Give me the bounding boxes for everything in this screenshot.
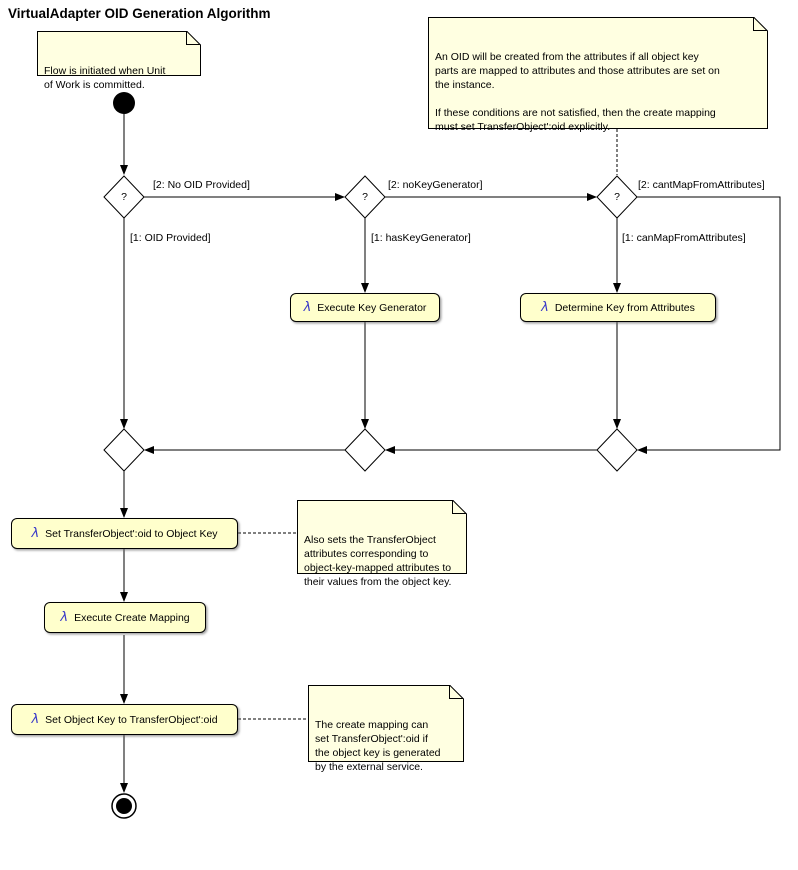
decision-mark: ? xyxy=(362,191,368,203)
note-text: Also sets the TransferObject attributes … xyxy=(304,534,452,588)
merge-node-3 xyxy=(596,428,638,472)
action-determine-key-from-attributes: λ Determine Key from Attributes xyxy=(520,293,716,322)
initial-node xyxy=(113,92,135,114)
note-flow-initiated: Flow is initiated when Unit of Work is c… xyxy=(37,31,201,91)
note-also-sets-attributes: Also sets the TransferObject attributes … xyxy=(297,500,467,588)
edge-label-oid-provided: [1: OID Provided] xyxy=(130,232,211,244)
lambda-icon: λ xyxy=(60,610,69,625)
edge-label-cant-map-from-attributes: [2: cantMapFromAttributes] xyxy=(638,179,765,191)
lambda-icon: λ xyxy=(303,300,312,315)
lambda-icon: λ xyxy=(31,526,40,541)
merge-node-1 xyxy=(103,428,145,472)
action-set-oid-to-object-key: λ Set TransferObject':oid to Object Key xyxy=(11,518,238,549)
note-fold-icon xyxy=(452,500,467,514)
decision-oid-provided xyxy=(103,175,145,219)
edge-cant-map-from-attributes xyxy=(637,196,781,454)
note-fold-icon xyxy=(186,31,201,45)
decision-mark: ? xyxy=(614,191,620,203)
decision-key-generator xyxy=(344,175,386,219)
note-fold-icon xyxy=(753,17,768,31)
decision-map-from-attributes xyxy=(596,175,638,219)
action-label: Set Object Key to TransferObject':oid xyxy=(45,713,218,726)
action-label: Determine Key from Attributes xyxy=(554,301,695,314)
action-execute-create-mapping: λ Execute Create Mapping xyxy=(44,602,206,633)
merge-node-2 xyxy=(344,428,386,472)
page-title: VirtualAdapter OID Generation Algorithm xyxy=(8,6,271,21)
action-execute-key-generator: λ Execute Key Generator xyxy=(290,293,440,322)
edge-label-no-key-generator: [2: noKeyGenerator] xyxy=(388,179,483,191)
note-text: An OID will be created from the attribut… xyxy=(435,51,720,133)
edge-label-no-oid-provided: [2: No OID Provided] xyxy=(153,179,250,191)
lambda-icon: λ xyxy=(541,300,549,315)
note-text: Flow is initiated when Unit of Work is c… xyxy=(44,65,166,91)
action-label: Execute Key Generator xyxy=(317,301,427,314)
lambda-icon: λ xyxy=(31,712,40,727)
note-text: The create mapping can set TransferObjec… xyxy=(315,719,441,773)
note-oid-from-attributes: An OID will be created from the attribut… xyxy=(428,17,768,133)
decision-mark: ? xyxy=(121,191,127,203)
edge-label-has-key-generator: [1: hasKeyGenerator] xyxy=(371,232,471,244)
note-fold-icon xyxy=(449,685,464,699)
action-label: Set TransferObject':oid to Object Key xyxy=(45,527,218,540)
action-set-object-key-to-oid: λ Set Object Key to TransferObject':oid xyxy=(11,704,238,735)
edge-label-can-map-from-attributes: [1: canMapFromAttributes] xyxy=(622,232,746,244)
note-create-mapping-can-set-oid: The create mapping can set TransferObjec… xyxy=(308,685,464,773)
final-node xyxy=(116,798,132,814)
action-label: Execute Create Mapping xyxy=(74,611,190,624)
